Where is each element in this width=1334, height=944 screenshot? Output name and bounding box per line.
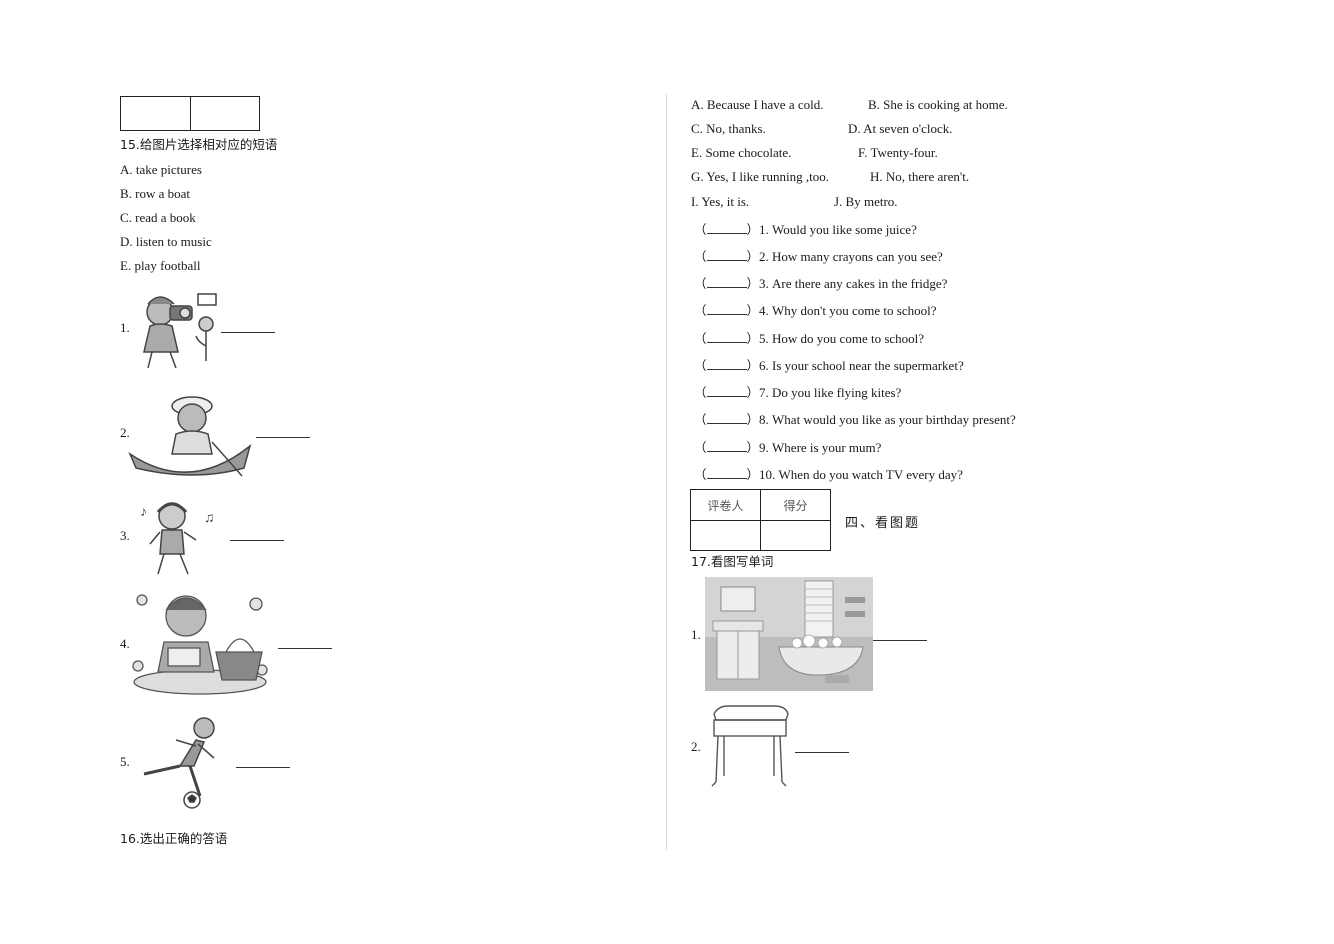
- q16-answer-f: F. Twenty-four.: [858, 145, 938, 160]
- q15-option-b: B. row a boat: [120, 186, 191, 201]
- q15-item-2-number: 2.: [120, 425, 130, 440]
- q16-question-2: 2. How many crayons can you see?: [759, 249, 943, 264]
- girl-camera-icon: [143, 293, 217, 369]
- q16-question-row: （）7. Do you like flying kites?: [694, 385, 902, 400]
- q16-title: 16.选出正确的答语: [120, 831, 228, 846]
- q16-question-9: 9. Where is your mum?: [759, 440, 882, 455]
- q15-title: 15.给图片选择相对应的短语: [120, 137, 278, 152]
- q15-item-2-blank[interactable]: [256, 437, 310, 438]
- q16-question-1: 1. Would you like some juice?: [759, 222, 917, 237]
- q15-option-c: C. read a book: [120, 210, 196, 225]
- q16-answer-blank-6[interactable]: [706, 358, 747, 370]
- q16-question-6: 6. Is your school near the supermarket?: [759, 358, 964, 373]
- q16-question-5: 5. How do you come to school?: [759, 331, 925, 346]
- section4-title: 四、看图题: [845, 516, 921, 531]
- q16-answer-a: A. Because I have a cold.: [691, 97, 824, 112]
- grader-label: 评卷人: [707, 498, 744, 513]
- q16-question-row: （）8. What would you like as your birthda…: [694, 412, 1016, 427]
- grader-table: 评卷人 得分: [690, 489, 831, 551]
- q16-answer-c: C. No, thanks.: [691, 121, 766, 136]
- grader-cell[interactable]: [691, 521, 760, 551]
- score-box: [120, 96, 260, 131]
- q15-item-3-blank[interactable]: [230, 540, 284, 541]
- q17-item-1-number: 1.: [691, 627, 701, 642]
- q15-item-1-blank[interactable]: [221, 332, 275, 333]
- q16-question-row: （）3. Are there any cakes in the fridge?: [694, 276, 948, 291]
- q15-item-5-blank[interactable]: [236, 767, 290, 768]
- q15-item-4-blank[interactable]: [278, 648, 332, 649]
- q15-option-d: D. listen to music: [120, 234, 212, 249]
- q16-question-row: （）2. How many crayons can you see?: [694, 249, 943, 264]
- q16-question-row: （）10. When do you watch TV every day?: [694, 467, 963, 482]
- q16-answer-blank-2[interactable]: [706, 249, 747, 261]
- boy-reading-picnic-icon: [132, 594, 268, 695]
- q16-question-10: 10. When do you watch TV every day?: [759, 467, 963, 482]
- q15-item-3-number: 3.: [120, 528, 130, 543]
- boy-kicking-football-icon: [143, 717, 215, 809]
- q16-answer-b: B. She is cooking at home.: [868, 97, 1008, 112]
- desk-icon: [711, 705, 789, 787]
- q16-answer-h: H. No, there aren't.: [870, 169, 970, 184]
- q15-option-a: A. take pictures: [120, 162, 202, 177]
- q16-answer-blank-1[interactable]: [706, 222, 747, 234]
- score-cell[interactable]: [760, 521, 830, 551]
- svg-text:♫: ♫: [204, 511, 215, 526]
- q16-question-row: （）6. Is your school near the supermarket…: [694, 358, 964, 373]
- q16-question-3: 3. Are there any cakes in the fridge?: [759, 276, 948, 291]
- q17-item-1-blank[interactable]: [873, 640, 927, 641]
- page-divider: [666, 94, 667, 850]
- q16-answer-blank-3[interactable]: [706, 276, 747, 288]
- q15-option-e: E. play football: [120, 258, 201, 273]
- q16-answer-e: E. Some chocolate.: [691, 145, 792, 160]
- q16-answer-blank-9[interactable]: [706, 440, 747, 452]
- q16-question-row: （）5. How do you come to school?: [694, 331, 925, 346]
- q16-answer-g: G. Yes, I like running ,too.: [691, 169, 829, 184]
- q15-item-5-number: 5.: [120, 754, 130, 769]
- boy-headphones-music-icon: ♪ ♫: [140, 502, 215, 575]
- bathroom-icon: [705, 577, 873, 691]
- q15-item-4-number: 4.: [120, 636, 130, 651]
- q16-answer-i: I. Yes, it is.: [691, 194, 750, 209]
- q15-item-1-number: 1.: [120, 320, 130, 335]
- boy-rowing-boat-icon: [128, 396, 252, 477]
- score-label: 得分: [760, 490, 830, 520]
- q16-question-row: （）1. Would you like some juice?: [694, 222, 917, 237]
- q16-question-row: （）4. Why don't you come to school?: [694, 303, 937, 318]
- q16-question-4: 4. Why don't you come to school?: [759, 303, 937, 318]
- q16-question-8: 8. What would you like as your birthday …: [759, 412, 1016, 427]
- q16-answer-blank-7[interactable]: [706, 385, 747, 397]
- q16-answer-blank-10[interactable]: [706, 467, 747, 479]
- q16-question-7: 7. Do you like flying kites?: [759, 385, 902, 400]
- q16-answer-blank-4[interactable]: [706, 303, 747, 315]
- q16-question-row: （）9. Where is your mum?: [694, 440, 882, 455]
- q16-answer-d: D. At seven o'clock.: [848, 121, 953, 136]
- q17-title: 17.看图写单词: [691, 554, 774, 569]
- q17-item-2-number: 2.: [691, 739, 701, 754]
- q16-answer-blank-8[interactable]: [706, 412, 747, 424]
- svg-text:♪: ♪: [140, 505, 147, 520]
- q16-answer-blank-5[interactable]: [706, 331, 747, 343]
- q16-answer-j: J. By metro.: [834, 194, 898, 209]
- q17-item-2-blank[interactable]: [795, 752, 849, 753]
